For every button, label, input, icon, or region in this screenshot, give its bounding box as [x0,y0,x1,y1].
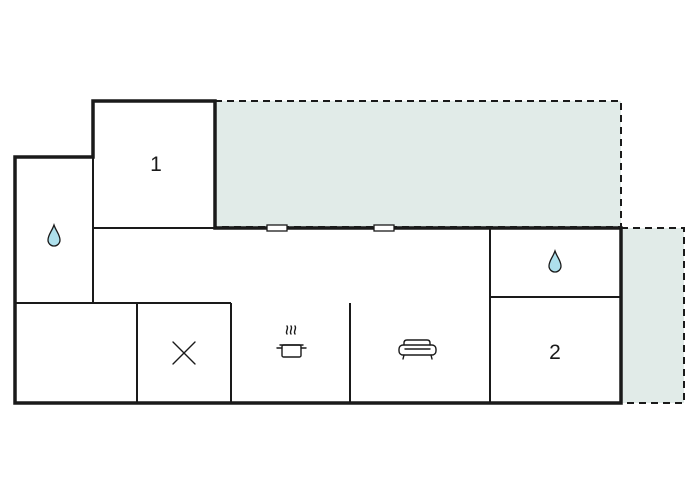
interior-walls [15,157,621,403]
water-drop-icon [47,222,61,247]
water-drop-icon [548,248,562,273]
terrace-top [214,100,622,228]
terrace-right [620,227,685,404]
window-right [373,224,395,232]
sofa-icon [398,339,437,360]
bedroom-1-label: 1 [150,153,162,176]
cross-icon [172,341,196,365]
window-left [266,224,288,232]
cooking-pot-icon [276,325,307,358]
exterior-walls [13,99,623,405]
bedroom-2-label: 2 [549,341,561,364]
